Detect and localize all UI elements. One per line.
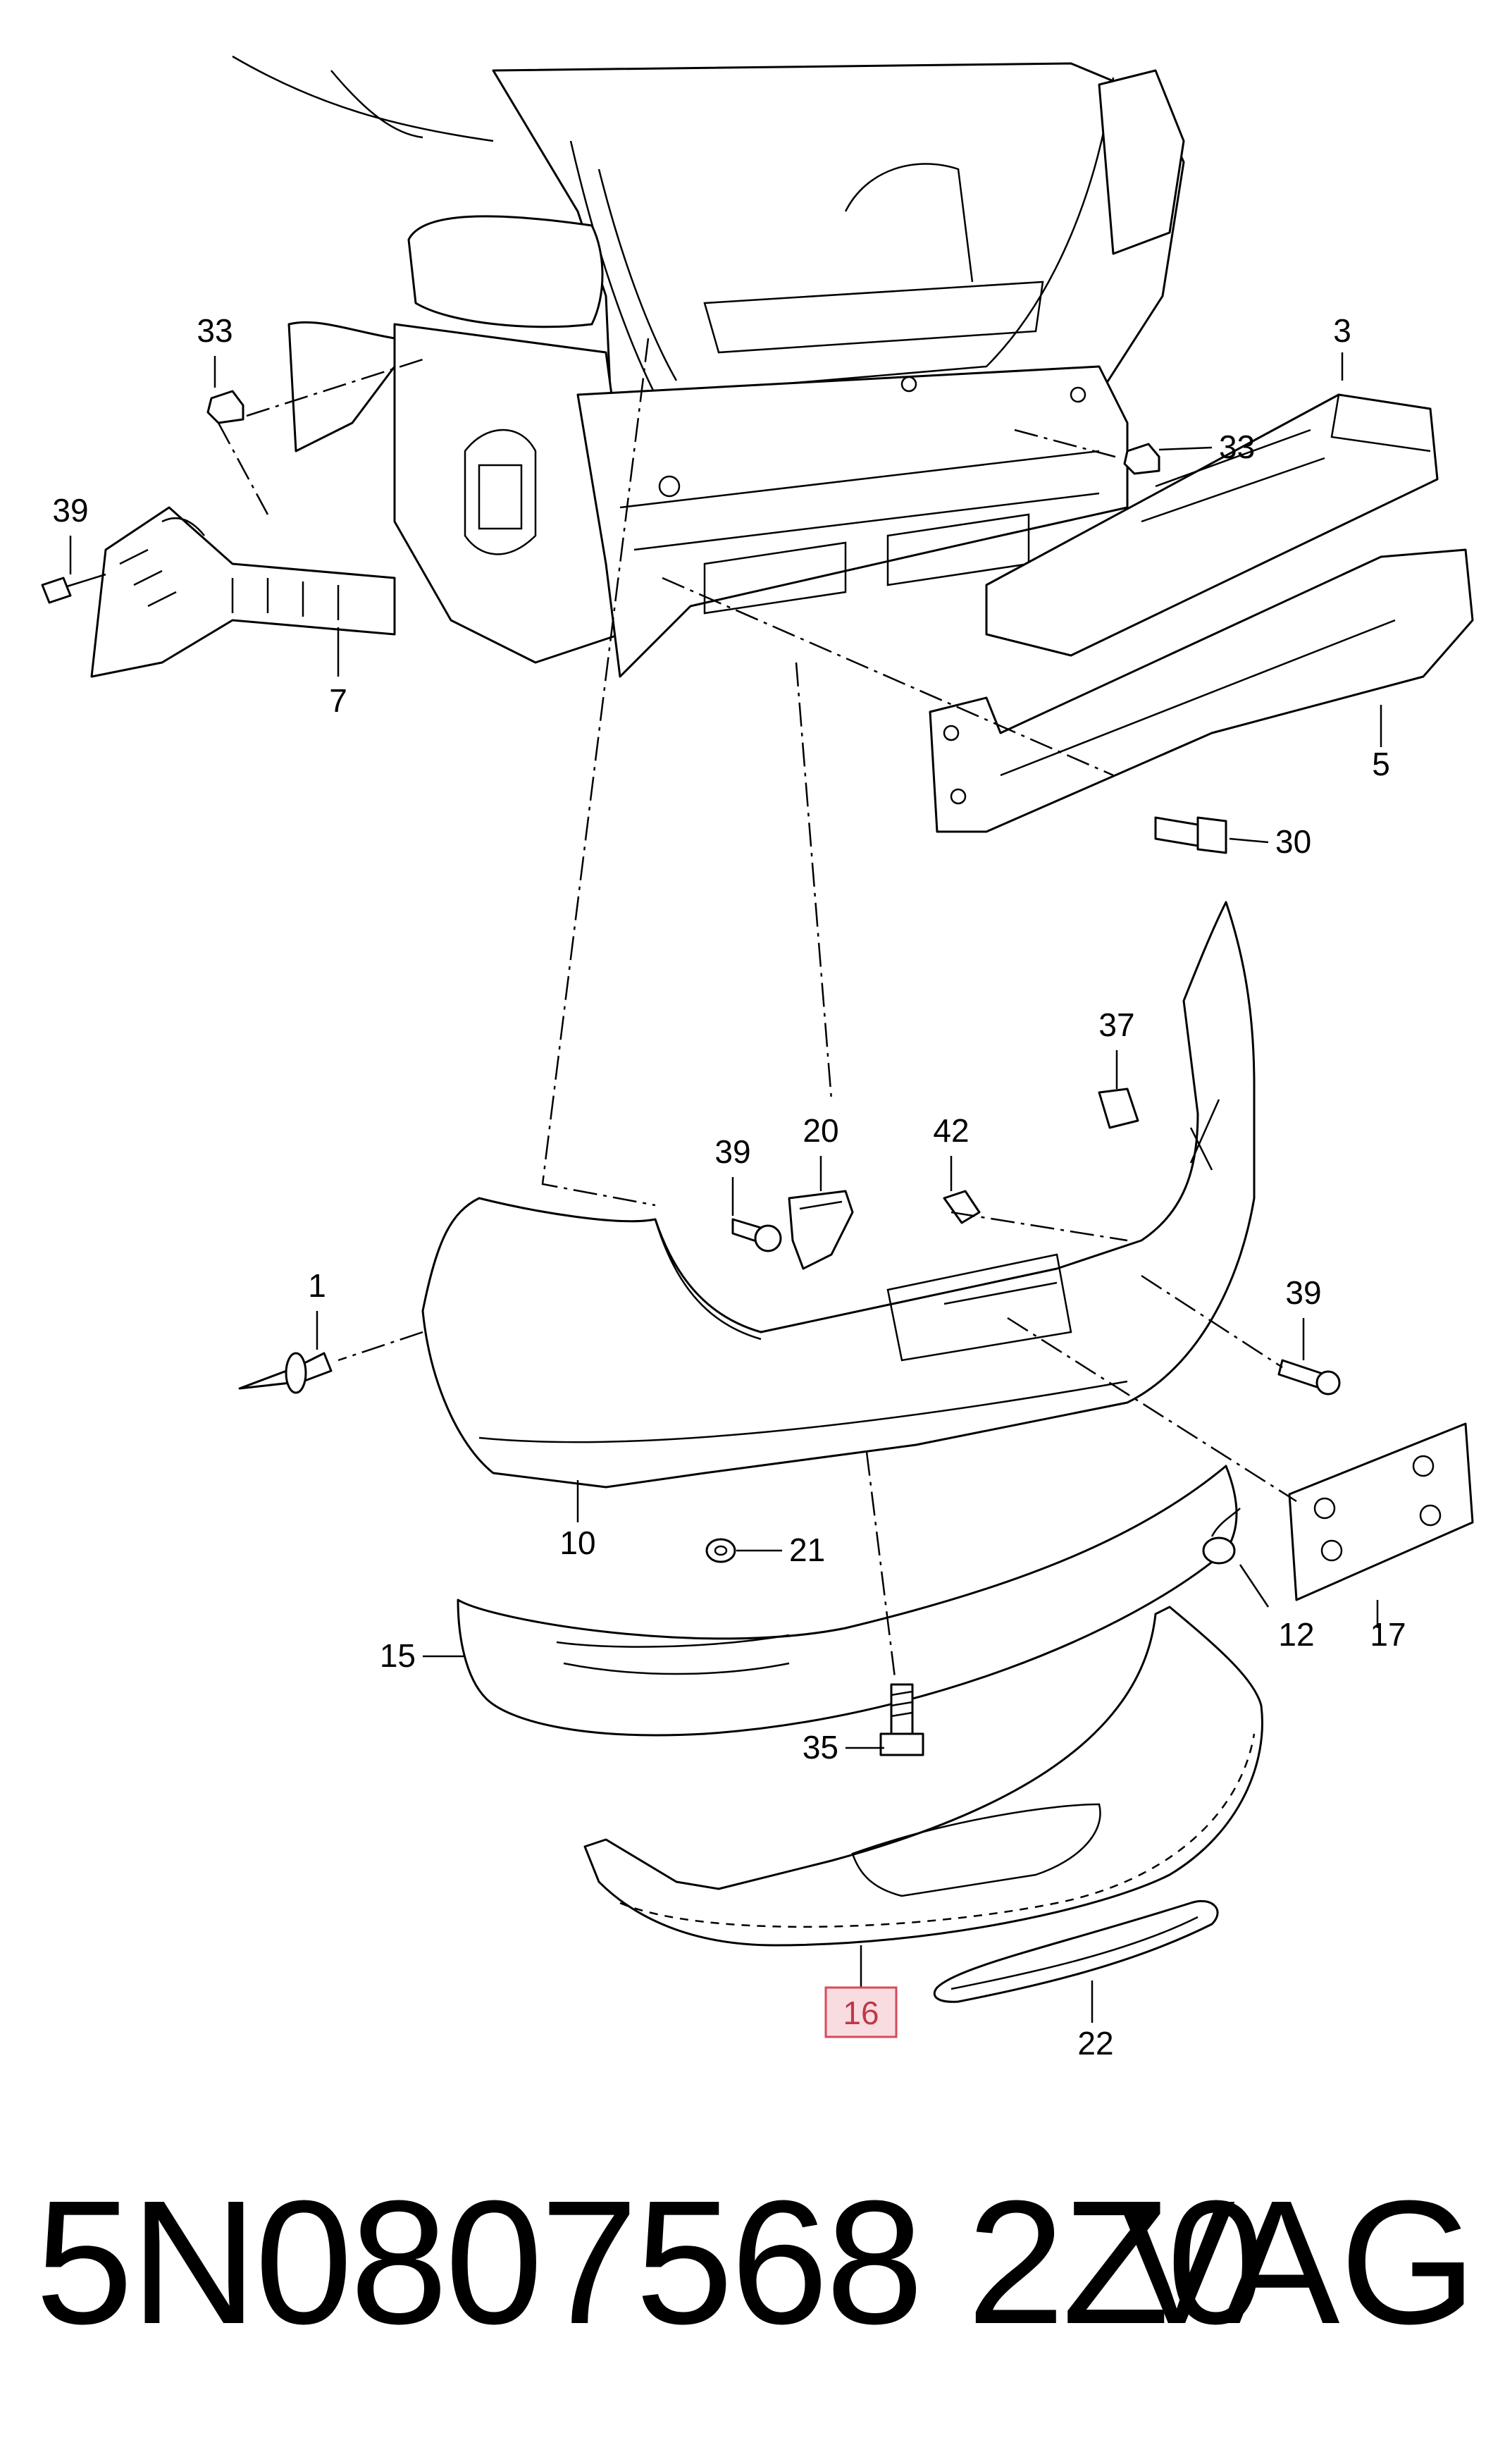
- callout-39-center: 39: [714, 1133, 750, 1170]
- callout-21: 21: [789, 1532, 825, 1568]
- callout-10: 10: [559, 1524, 595, 1561]
- callout-1: 1: [308, 1267, 326, 1304]
- callout-39-right: 39: [1285, 1274, 1321, 1311]
- callout-16-highlight-box: [824, 1986, 898, 2038]
- callout-42: 42: [933, 1112, 969, 1149]
- part-5-reinforcement-bar: [929, 548, 1474, 833]
- brand-name: VAG: [1117, 2164, 1477, 2360]
- part-10-bumper-cover: [421, 901, 1256, 1489]
- part-20-mounting-clip: [788, 1190, 854, 1270]
- part-16-diffuser: [583, 1606, 1263, 1947]
- part-12-cap: [1202, 1508, 1241, 1565]
- part-1-expanding-rivet: [238, 1352, 333, 1394]
- part-3-impact-absorber: [985, 393, 1439, 657]
- part-30-bolt: [1154, 816, 1227, 854]
- footer: 5N0807568 2Z0 VAG: [0, 2150, 1505, 2375]
- callout-20: 20: [803, 1112, 838, 1149]
- vehicle-body-rear: [232, 55, 1185, 678]
- part-number: 5N0807568 2Z0: [35, 2164, 1265, 2360]
- leader-lines: [69, 352, 1382, 2023]
- callout-7: 7: [329, 682, 347, 719]
- callout-16: 16: [843, 1995, 879, 2031]
- callout-37: 37: [1098, 1006, 1134, 1043]
- callout-12: 12: [1278, 1616, 1314, 1653]
- callout-33-left: 33: [197, 312, 233, 349]
- part-33-nut-left: [206, 390, 244, 424]
- part-22-trim-frame: [933, 1899, 1219, 2003]
- part-37-clip: [1098, 1088, 1139, 1129]
- callout-33-right: 33: [1219, 429, 1255, 465]
- callout-39-left: 39: [52, 492, 88, 529]
- callout-30: 30: [1275, 823, 1311, 860]
- callout-35: 35: [803, 1729, 838, 1766]
- part-39-screw-left: [41, 573, 106, 604]
- callout-3: 3: [1333, 312, 1351, 349]
- part-42-spreader-nut: [943, 1190, 981, 1224]
- part-39-screw-center: [731, 1218, 782, 1252]
- callout-5: 5: [1372, 746, 1390, 782]
- assembly-lines: [217, 338, 1297, 1678]
- part-21-grommet: [705, 1538, 736, 1563]
- part-33-nut-right: [1123, 443, 1160, 475]
- part-39-screw-right: [1277, 1359, 1341, 1396]
- callout-15: 15: [380, 1637, 416, 1674]
- part-17-plate-bracket: [1288, 1422, 1474, 1601]
- part-35-bolt: [879, 1683, 924, 1756]
- part-7-guide-bracket: [90, 321, 396, 678]
- callout-22: 22: [1077, 2025, 1113, 2062]
- callout-17: 17: [1370, 1616, 1406, 1653]
- callout-labels: 33 3 39 33 7 5 30 37 42 20 39 1 39 10 21…: [52, 312, 1406, 2062]
- part-15-lower-trim: [457, 1465, 1238, 1737]
